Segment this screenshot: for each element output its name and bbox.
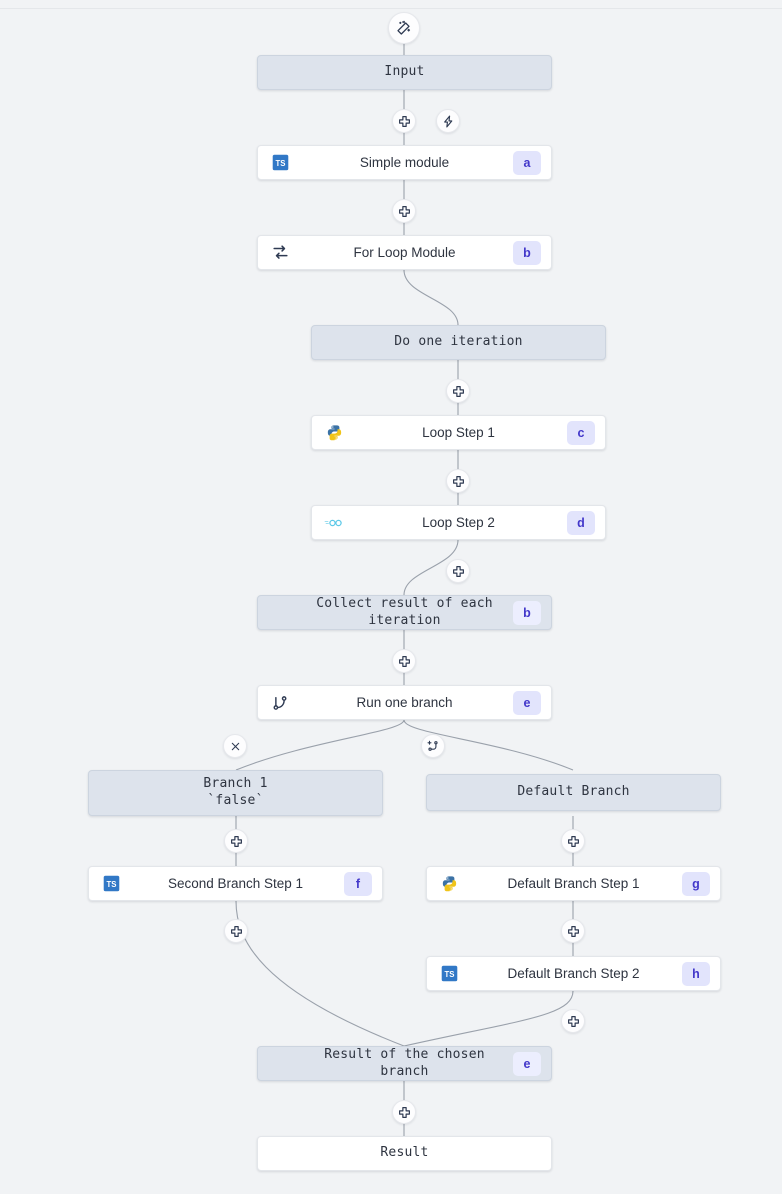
plus-icon — [230, 835, 243, 848]
add-step-button[interactable] — [224, 919, 248, 943]
node-default-branch[interactable]: Default Branch — [426, 774, 721, 811]
node-label: Branch 1 `false` — [203, 776, 268, 808]
node-label: Default Branch — [517, 784, 630, 800]
add-step-button[interactable] — [446, 379, 470, 403]
top-divider — [0, 8, 782, 9]
add-step-button[interactable] — [446, 559, 470, 583]
node-default-branch-step-1[interactable]: Default Branch Step 1 g — [426, 866, 721, 901]
add-branch-button[interactable] — [421, 734, 445, 758]
branch-icon — [270, 693, 290, 713]
plus-icon — [452, 385, 465, 398]
node-second-branch-step-1[interactable]: TS Second Branch Step 1 f — [88, 866, 383, 901]
node-badge[interactable]: e — [513, 690, 541, 715]
add-step-button[interactable] — [446, 469, 470, 493]
node-badge[interactable]: f — [344, 871, 372, 896]
close-icon — [230, 741, 241, 752]
node-loop-step-2[interactable]: Loop Step 2 d — [311, 505, 606, 540]
node-label: Input — [384, 64, 425, 80]
plus-icon — [398, 1106, 411, 1119]
typescript-icon: TS — [270, 153, 290, 173]
typescript-icon: TS — [439, 964, 459, 984]
plus-icon — [398, 655, 411, 668]
svg-text:TS: TS — [275, 159, 285, 168]
node-do-one-iteration[interactable]: Do one iteration — [311, 325, 606, 360]
node-collect-result[interactable]: Collect result of each iteration b — [257, 595, 552, 630]
node-label: Default Branch Step 2 — [507, 965, 640, 981]
node-result-of-chosen-branch[interactable]: Result of the chosen branch e — [257, 1046, 552, 1081]
node-branch-1[interactable]: Branch 1 `false` — [88, 770, 383, 816]
python-icon — [439, 874, 459, 894]
add-step-button[interactable] — [561, 1009, 585, 1033]
node-default-branch-step-2[interactable]: TS Default Branch Step 2 h — [426, 956, 721, 991]
node-loop-step-1[interactable]: Loop Step 1 c — [311, 415, 606, 450]
node-badge[interactable]: a — [513, 150, 541, 175]
node-label: For Loop Module — [353, 244, 456, 260]
node-label: Result of the chosen branch — [324, 1046, 485, 1079]
node-label: Run one branch — [356, 694, 453, 710]
node-simple-module[interactable]: TS Simple module a — [257, 145, 552, 180]
svg-text:TS: TS — [106, 880, 116, 889]
plus-icon — [452, 475, 465, 488]
node-badge[interactable]: b — [513, 600, 541, 625]
node-label: Second Branch Step 1 — [167, 875, 304, 891]
node-badge[interactable]: b — [513, 240, 541, 265]
node-label: Result — [380, 1145, 429, 1161]
plus-icon — [230, 925, 243, 938]
plus-icon — [452, 565, 465, 578]
node-badge[interactable]: h — [682, 961, 710, 986]
typescript-icon: TS — [101, 874, 121, 894]
add-step-button[interactable] — [392, 649, 416, 673]
node-for-loop-module[interactable]: For Loop Module b — [257, 235, 552, 270]
add-trigger-button[interactable] — [436, 109, 460, 133]
add-branch-icon — [426, 739, 440, 753]
ai-builder-button[interactable] — [388, 12, 420, 44]
add-step-button[interactable] — [561, 919, 585, 943]
plus-icon — [567, 1015, 580, 1028]
go-icon — [324, 513, 344, 533]
delete-branch-button[interactable] — [223, 734, 247, 758]
node-badge[interactable]: c — [567, 420, 595, 445]
add-step-button[interactable] — [392, 199, 416, 223]
node-badge[interactable]: g — [682, 871, 710, 896]
add-step-button[interactable] — [224, 829, 248, 853]
node-result[interactable]: Result — [257, 1136, 552, 1171]
add-step-button[interactable] — [392, 1100, 416, 1124]
plus-icon — [567, 925, 580, 938]
loop-icon — [270, 243, 290, 263]
node-label: Default Branch Step 1 — [507, 875, 640, 891]
plus-icon — [398, 205, 411, 218]
svg-text:TS: TS — [444, 970, 454, 979]
python-icon — [324, 423, 344, 443]
node-label: Do one iteration — [394, 334, 523, 350]
node-badge[interactable]: e — [513, 1051, 541, 1076]
add-step-button[interactable] — [392, 109, 416, 133]
node-badge[interactable]: d — [567, 510, 595, 535]
node-input[interactable]: Input — [257, 55, 552, 90]
add-step-button[interactable] — [561, 829, 585, 853]
node-label: Loop Step 2 — [422, 514, 495, 530]
magic-wand-icon — [396, 20, 412, 36]
node-label: Loop Step 1 — [422, 424, 495, 440]
lightning-bolt-icon — [442, 115, 455, 128]
node-label: Simple module — [359, 154, 450, 170]
plus-icon — [567, 835, 580, 848]
node-label: Collect result of each iteration — [316, 595, 493, 628]
node-run-one-branch[interactable]: Run one branch e — [257, 685, 552, 720]
plus-icon — [398, 115, 411, 128]
